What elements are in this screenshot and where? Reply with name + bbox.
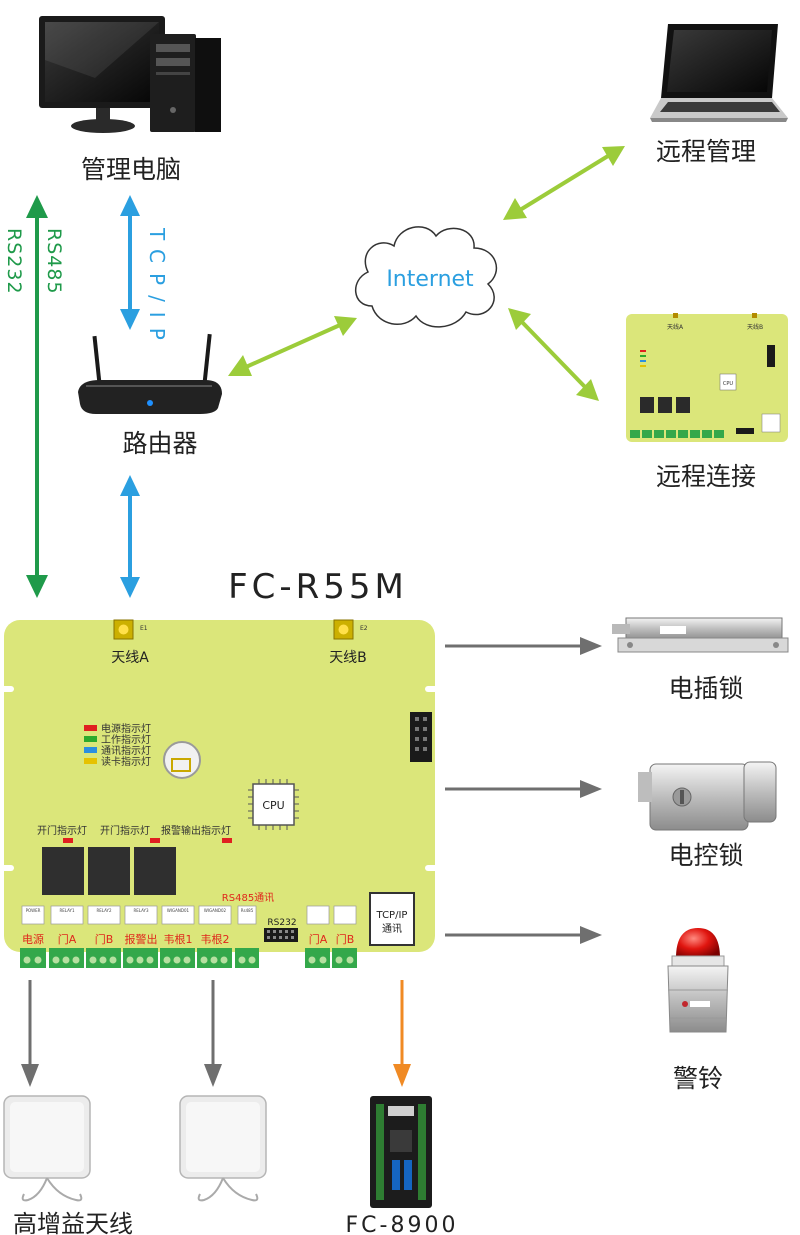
led-label-comm: 通讯指示灯: [101, 744, 151, 757]
electric-control-lock-label: 电控锁: [668, 841, 743, 870]
rs485-comm-label: RS485通讯: [222, 892, 274, 904]
controller-board: [0, 619, 439, 968]
management-pc-icon: [39, 16, 221, 133]
terminal-header-relay2: RELAY2: [96, 908, 111, 913]
rs485-label: RS485: [43, 228, 65, 295]
terminal-label-wiegand-2: 韦根2: [201, 932, 230, 946]
terminal-header-rs485: Rs485: [241, 908, 254, 913]
board-antenna-a: 天线A: [111, 650, 149, 666]
terminal-label-alarm-out: 报警出: [125, 932, 158, 946]
output-arrow-antenna-2: [204, 980, 222, 1087]
terminal-header-power: POWER: [26, 908, 41, 913]
door-open-led-2: 开门指示灯: [100, 824, 150, 837]
terminal-header-wigand1: WIGAND01: [167, 908, 190, 913]
board-e2: E2: [360, 625, 368, 632]
terminal-label-door-a: 门A: [58, 932, 77, 946]
led-label-work: 工作指示灯: [101, 733, 151, 746]
led-label-read: 读卡指示灯: [101, 755, 151, 768]
tcpip-arrow-top: [120, 195, 140, 330]
laptop-icon: [650, 24, 788, 122]
terminal-label-door-b-input: 门B: [336, 932, 355, 946]
door-open-led-1: 开门指示灯: [37, 824, 87, 837]
electric-bolt-lock-icon: [612, 617, 789, 653]
rs-serial-arrow: [26, 195, 48, 598]
board-rs232-label: RS232: [267, 918, 296, 928]
terminal-header-relay1: RELAY1: [59, 908, 74, 913]
electric-control-lock-icon: [638, 761, 777, 831]
router-internet-arrow: [228, 316, 357, 376]
mini-antenna-a: 天线A: [667, 323, 684, 331]
management-pc-label: 管理电脑: [81, 155, 181, 184]
output-arrow-fc8900: [393, 980, 411, 1087]
tcpip-arrow-bottom: [120, 475, 140, 598]
internet-label: Internet: [386, 267, 474, 292]
remote-management-label: 远程管理: [656, 137, 756, 166]
fc8900-board-icon: [370, 1096, 432, 1208]
router-label: 路由器: [122, 429, 197, 458]
terminal-label-door-b: 门B: [95, 932, 114, 946]
mini-cpu-label: CPU: [723, 381, 734, 387]
led-label-power: 电源指示灯: [101, 722, 151, 735]
router-icon: [78, 333, 222, 414]
alarm-bell-label: 警铃: [673, 1064, 723, 1093]
output-arrow-alarm: [445, 926, 602, 944]
terminal-header-relay3: RELAY3: [133, 908, 148, 913]
tcpip-label: TCP/IP: [145, 227, 169, 350]
output-arrow-antenna-1: [21, 980, 39, 1087]
board-e1: E1: [140, 625, 148, 632]
tcpip-module-line1: TCP/IP: [376, 910, 408, 921]
alarm-output-led: 报警输出指示灯: [161, 824, 231, 837]
alarm-bell-icon: [667, 928, 729, 1033]
terminal-label-wiegand-1: 韦根1: [164, 932, 193, 946]
rs232-label: RS232: [3, 228, 25, 295]
board-cpu-label: CPU: [262, 799, 284, 812]
high-gain-antenna-label: 高增益天线: [13, 1210, 133, 1235]
high-gain-antenna-icon-2: [179, 1095, 267, 1202]
terminal-header-wigand2: WIGAND02: [204, 908, 227, 913]
mini-antenna-b: 天线B: [747, 323, 763, 331]
electric-bolt-lock-label: 电插锁: [668, 674, 743, 703]
controller-model-label: FC-R55M: [228, 567, 408, 607]
remote-board-icon: [626, 313, 788, 442]
output-arrow-bolt-lock: [445, 637, 602, 655]
board-antenna-b: 天线B: [329, 650, 367, 666]
internet-remote-conn-arrow: [508, 308, 599, 401]
terminal-label-power: 电源: [22, 932, 44, 946]
terminal-label-door-a-input: 门A: [309, 932, 328, 946]
output-arrow-control-lock: [445, 780, 602, 798]
internet-cloud-icon: [354, 226, 498, 328]
tcpip-module-line2: 通讯: [382, 923, 402, 935]
internet-remote-mgmt-arrow: [503, 146, 625, 220]
fc8900-label: FC-8900: [346, 1213, 459, 1235]
high-gain-antenna-icon-1: [3, 1095, 91, 1202]
remote-connection-label: 远程连接: [656, 462, 756, 491]
